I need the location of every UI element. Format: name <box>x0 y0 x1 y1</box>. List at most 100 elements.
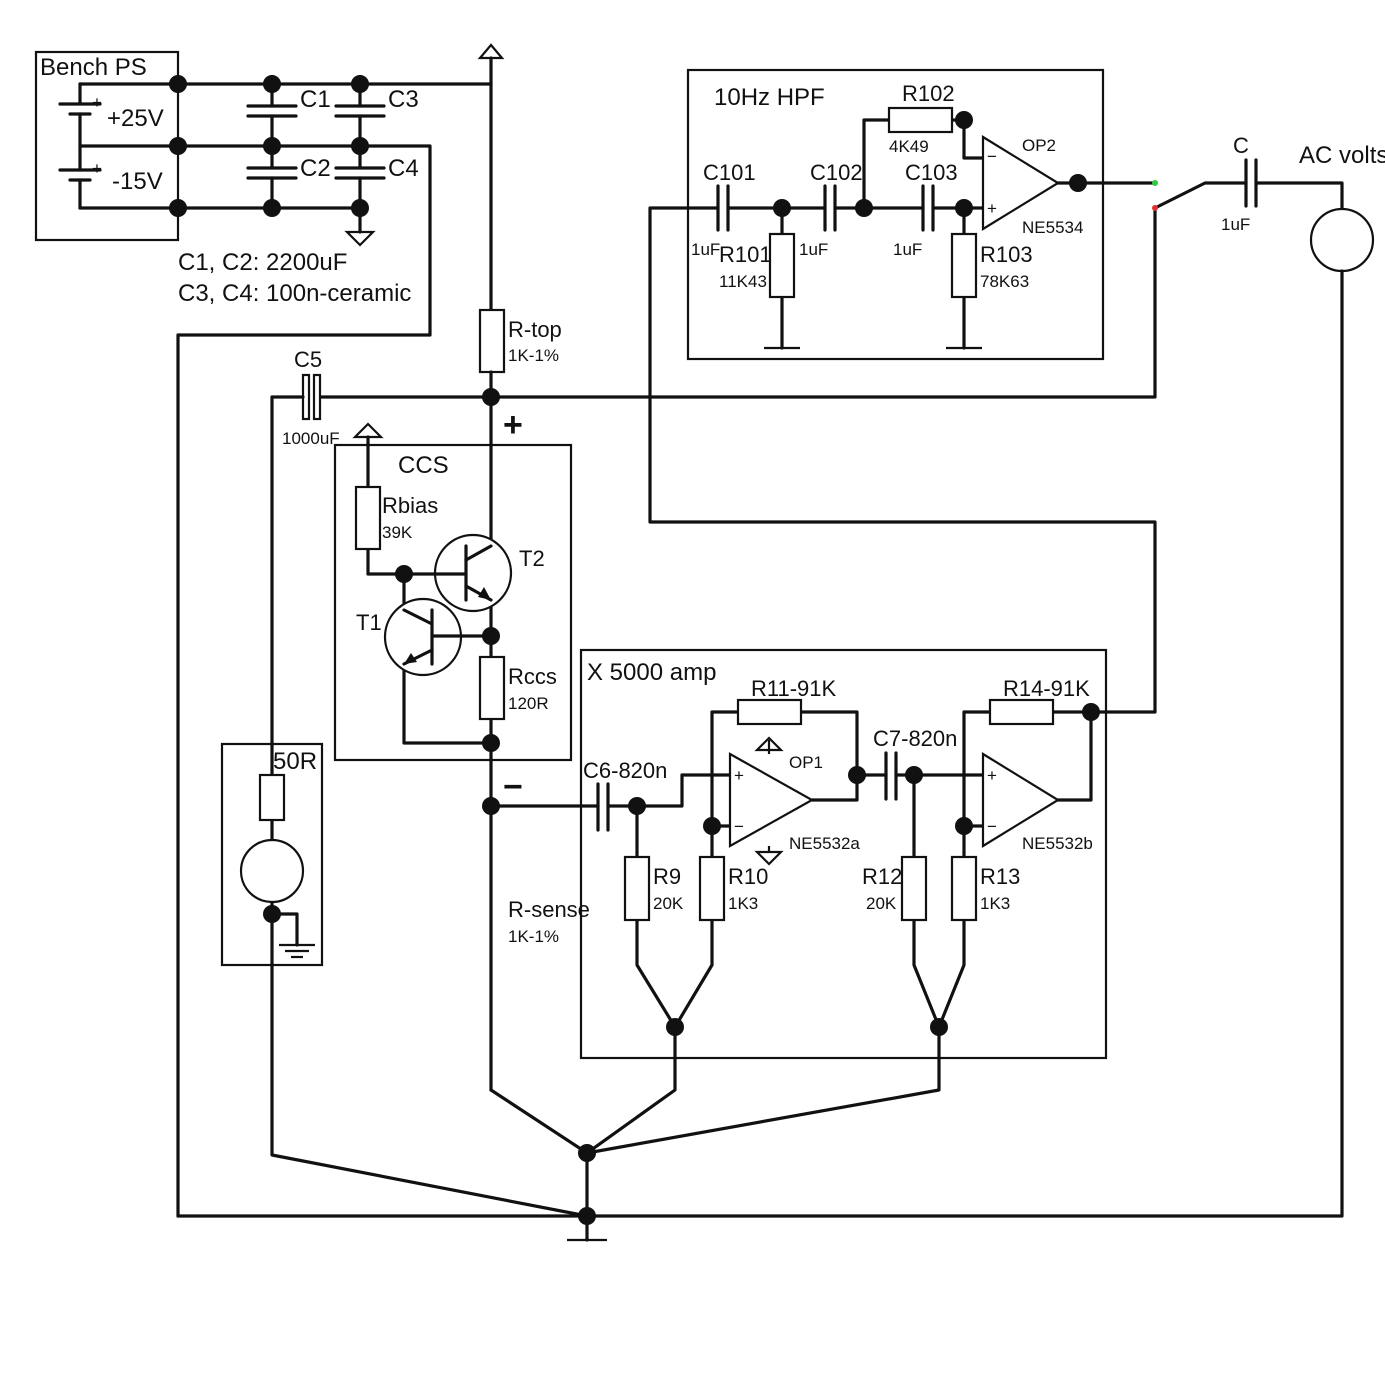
c101-label: C101 <box>703 160 756 185</box>
cap-c5-symbol <box>301 373 322 421</box>
c2-label: C2 <box>300 155 331 182</box>
ac-voltmeter-circle <box>1309 207 1375 273</box>
resistor-r13 <box>950 855 978 922</box>
dut-title: 50R <box>273 748 317 775</box>
resistor-rbias <box>354 485 382 551</box>
resistor-r102 <box>887 106 954 134</box>
op3-plus: + <box>987 766 997 785</box>
c102-value: 1uF <box>799 240 828 259</box>
hpf-frame <box>686 68 1105 361</box>
opamp-op1 <box>728 752 815 848</box>
r10-label: R10 <box>728 864 768 889</box>
c6-label: C6-820n <box>583 758 667 783</box>
r102-label: R102 <box>902 81 955 106</box>
minus-node-label: − <box>503 768 523 806</box>
vplus-rail-icon <box>477 43 505 86</box>
c5-label: C5 <box>294 347 322 372</box>
resistor-50r <box>258 773 286 822</box>
r10-value: 1K3 <box>728 894 758 913</box>
c5-left-wire <box>270 395 305 772</box>
t1-label: T1 <box>356 610 382 635</box>
resistor-rccs <box>478 655 506 721</box>
ccs-frame <box>333 443 573 762</box>
op1-part: NE5532a <box>789 834 860 853</box>
r12-label: R12 <box>862 864 902 889</box>
r12-value: 20K <box>866 894 897 913</box>
r14-label: R14-91K <box>1003 676 1090 701</box>
selector-switch[interactable] <box>1152 180 1248 211</box>
op2-label: OP2 <box>1022 136 1056 155</box>
r9-label: R9 <box>653 864 681 889</box>
c103-value: 1uF <box>893 240 922 259</box>
op1-supply-icons <box>754 736 784 866</box>
junction-dots <box>169 75 1100 1225</box>
op2-plus: + <box>987 199 997 218</box>
c4-label: C4 <box>388 155 419 182</box>
op1-plus: + <box>734 766 744 785</box>
cap-c101-symbol <box>716 184 730 232</box>
op3-minus: − <box>987 817 997 836</box>
transistor-t1 <box>383 597 463 677</box>
cap-c102-symbol <box>823 184 837 232</box>
amp-frame <box>579 648 1108 1060</box>
rtop-label: R-top <box>508 317 562 342</box>
dut-wiring <box>270 768 589 1218</box>
r9-value: 20K <box>653 894 684 913</box>
rccs-value: 120R <box>508 694 549 713</box>
resistor-r103 <box>950 232 978 299</box>
r11-label: R11-91K <box>751 676 837 701</box>
battery-cell-neg <box>58 168 102 182</box>
r103-value: 78K63 <box>980 272 1029 291</box>
opamp-op2 <box>981 135 1061 231</box>
c3-label: C3 <box>388 86 419 113</box>
supply-neg-label: -15V <box>112 168 163 195</box>
r103-label: R103 <box>980 242 1033 267</box>
supply-note-line2: C3, C4: 100n-ceramic <box>178 280 411 307</box>
cout-label: C <box>1233 133 1249 158</box>
op1-minus: − <box>734 817 744 836</box>
dut-source-circle <box>239 838 305 904</box>
plus-node-label: + <box>503 406 523 444</box>
r102-value: 4K49 <box>889 137 929 156</box>
ps-ground-icon <box>344 230 376 247</box>
ccs-title: CCS <box>398 452 449 479</box>
dut-ground-icon <box>279 943 315 959</box>
cap-c4-symbol <box>334 166 386 180</box>
resistor-rtop <box>478 308 506 374</box>
cap-c6-symbol <box>596 782 610 832</box>
transistor-t2 <box>433 533 513 613</box>
battery-cell-pos <box>58 102 102 116</box>
rsense-label: R-sense <box>508 897 590 922</box>
plus-node-to-switch-wire <box>489 206 1157 399</box>
rbias-value: 39K <box>382 523 413 542</box>
resistor-r101 <box>768 232 796 299</box>
supply-pos-label: +25V <box>107 105 164 132</box>
opamp-ne5532b <box>981 752 1061 848</box>
rccs-label: Rccs <box>508 664 557 689</box>
meter-feed-wire <box>1254 181 1344 211</box>
r101-value: 11K43 <box>719 272 767 291</box>
amp-title: X 5000 amp <box>587 659 716 686</box>
cap-c103-symbol <box>921 184 935 232</box>
cap-c7-symbol <box>884 751 898 801</box>
bench-ps-title: Bench PS <box>40 54 147 81</box>
rsense-value: 1K-1% <box>508 927 559 946</box>
rtop-value: 1K-1% <box>508 346 559 365</box>
cell-plus-pos: + <box>92 93 102 112</box>
op1-label: OP1 <box>789 753 823 772</box>
c1-label: C1 <box>300 86 331 113</box>
hpf-title: 10Hz HPF <box>714 84 825 111</box>
resistor-r9 <box>623 855 651 922</box>
r13-value: 1K3 <box>980 894 1010 913</box>
t2-label: T2 <box>519 546 545 571</box>
supply-note-line1: C1, C2: 2200uF <box>178 249 347 276</box>
resistor-r12 <box>900 855 928 922</box>
c7-label: C7-820n <box>873 726 957 751</box>
c103-label: C103 <box>905 160 958 185</box>
r101-label: R101 <box>719 242 772 267</box>
resistor-r14 <box>988 698 1055 726</box>
r13-label: R13 <box>980 864 1020 889</box>
cell-plus-neg: + <box>92 159 102 178</box>
cout-value: 1uF <box>1221 215 1250 234</box>
